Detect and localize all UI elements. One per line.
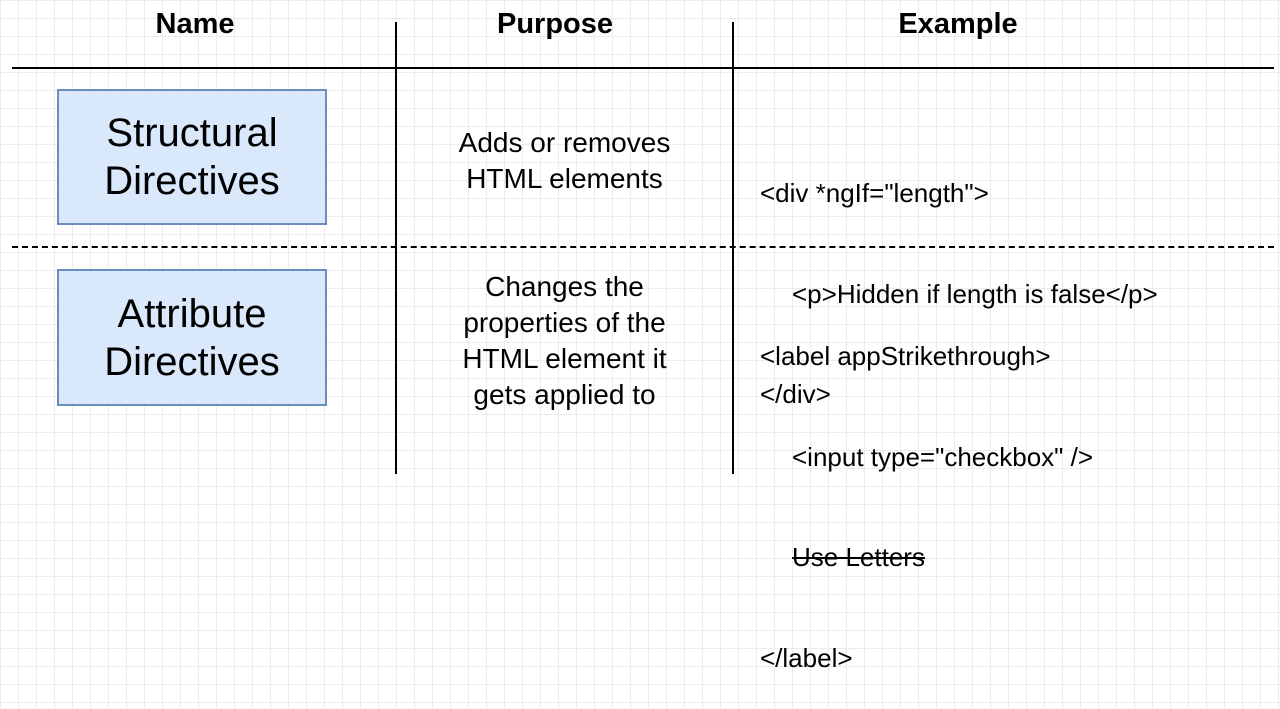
purpose-attribute: Changes the properties of the HTML eleme… [398, 269, 731, 413]
purpose-line: Adds or removes [458, 127, 671, 158]
purpose-line: HTML element it [462, 343, 667, 374]
header-purpose: Purpose [496, 8, 614, 40]
purpose-line: HTML elements [466, 163, 663, 194]
name-line: Directives [104, 159, 280, 203]
example-line: <p>Hidden if length is false</p> [792, 278, 1158, 309]
example-line-strikethrough: Use Letters [792, 542, 925, 572]
attribute-directives-box: Attribute Directives [57, 269, 327, 406]
row-divider-dashed-line [12, 246, 1274, 248]
header-example: Example [898, 8, 1018, 40]
purpose-line: gets applied to [473, 379, 656, 410]
example-line: <input type="checkbox" /> [792, 441, 1094, 472]
example-line: <div *ngIf="length"> [760, 178, 989, 208]
column-divider-1 [395, 22, 397, 474]
example-line: </label> [760, 642, 853, 673]
example-structural: <div *ngIf="length"> <p>Hidden if length… [760, 110, 1260, 445]
name-line: Structural [106, 111, 278, 155]
structural-directives-box: Structural Directives [57, 89, 327, 225]
name-line: Attribute [117, 291, 267, 336]
example-line: <label appStrikethrough> [760, 341, 1051, 371]
header-divider-line [12, 67, 1274, 69]
purpose-line: Changes the [485, 271, 644, 302]
column-divider-2 [732, 22, 734, 474]
purpose-structural: Adds or removes HTML elements [398, 125, 731, 197]
example-attribute: <label appStrikethrough> <input type="ch… [760, 273, 1260, 709]
name-line: Directives [104, 339, 280, 384]
purpose-line: properties of the [463, 307, 666, 338]
example-line: </div> [760, 379, 831, 409]
header-name: Name [155, 8, 235, 40]
